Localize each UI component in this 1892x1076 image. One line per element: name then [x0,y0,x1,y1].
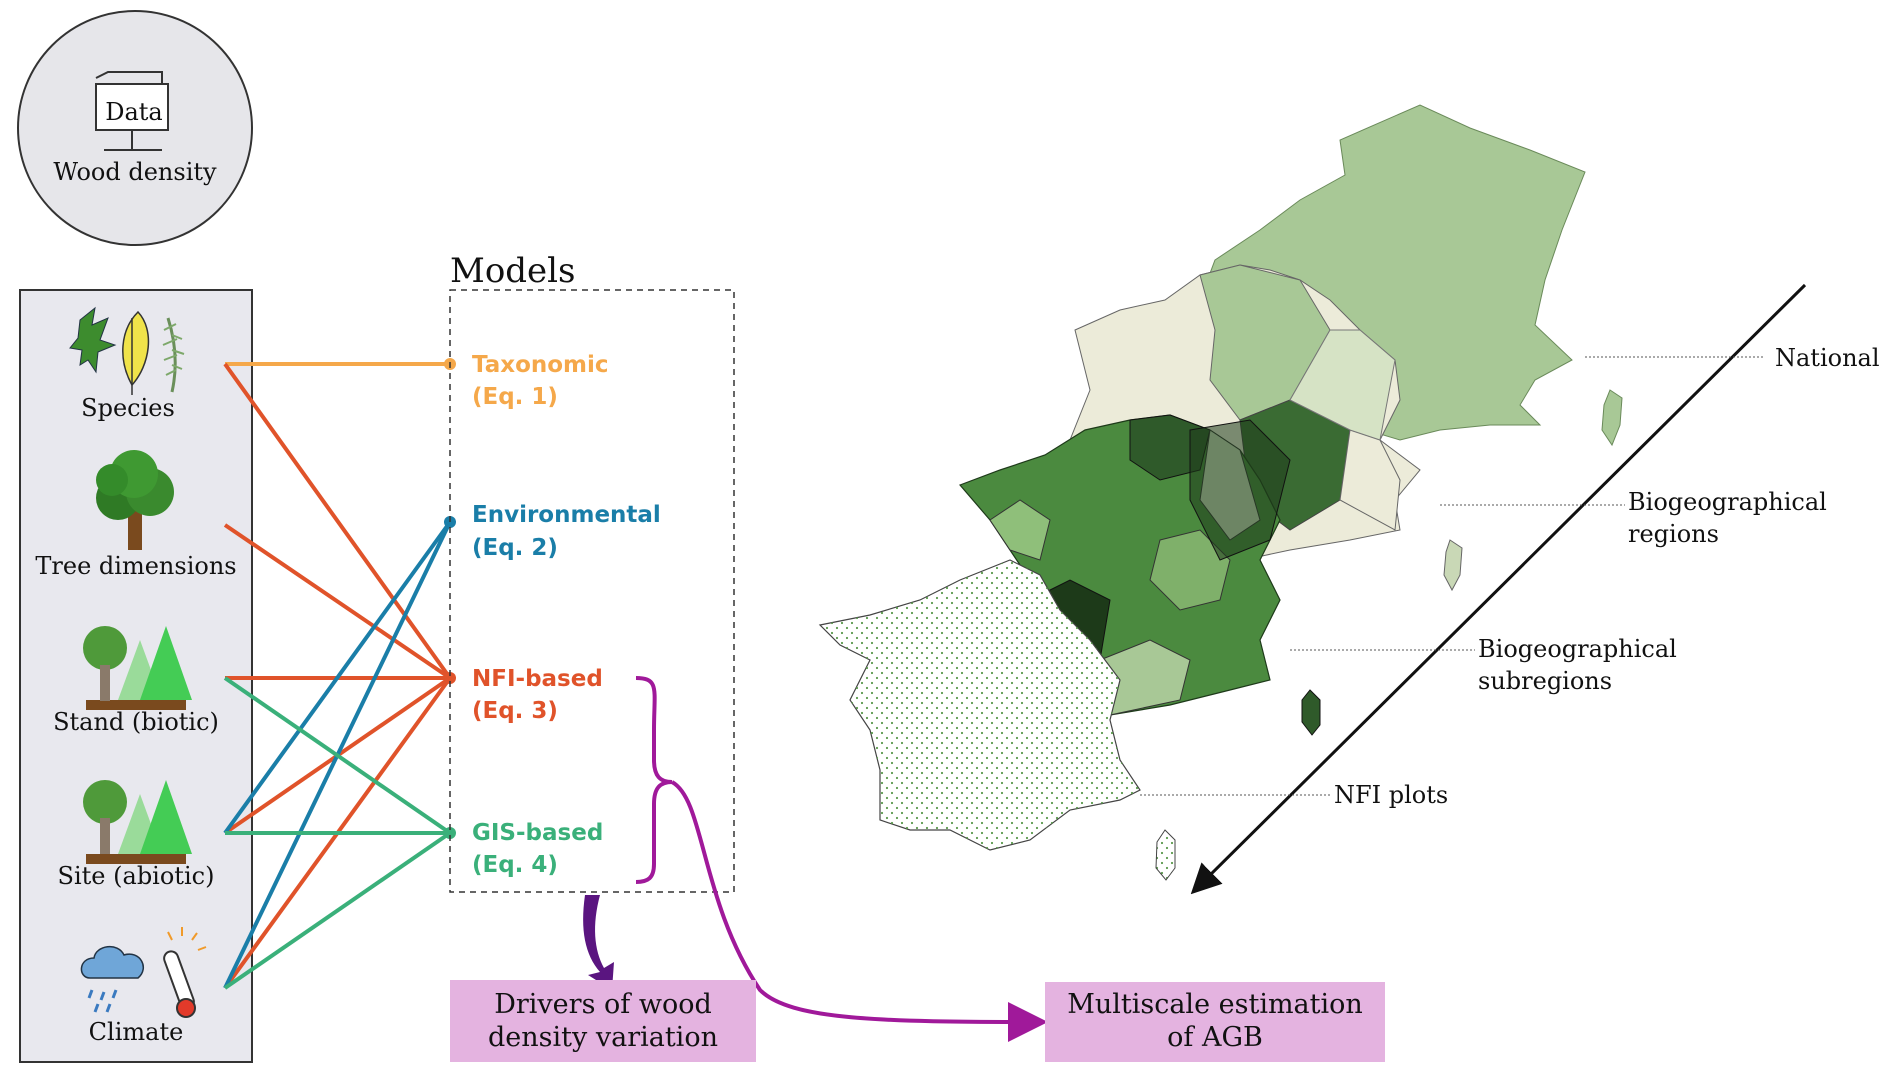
model-nfi-name: NFI-based [472,666,603,692]
model-gis-name: GIS-based [472,820,603,846]
level-regions-line1: Biogeographical [1628,488,1827,516]
forest-site-icon [83,780,192,864]
forest-stand-icon [83,626,192,710]
level-nfi-plots: NFI plots [1334,781,1448,809]
model-gis-eq: (Eq. 4) [472,852,558,878]
model-nfi-eq: (Eq. 3) [472,698,558,724]
tree-icon [96,450,174,550]
level-regions-line2: regions [1628,520,1719,548]
map-nfi-plots [818,559,1176,881]
level-subregions-line2: subregions [1478,667,1612,695]
wood-density-label: Wood density [53,158,217,186]
scale-arrow [1190,283,1807,895]
drivers-arrow [583,895,614,990]
connection-lines [223,362,452,990]
multiscale-line2: of AGB [1167,1022,1263,1053]
multiscale-line1: Multiscale estimation [1067,989,1363,1020]
rain-thermometer-icon [80,927,207,1018]
gis-node [444,827,456,839]
map-stack [818,104,1623,881]
database-icon [95,71,169,151]
data-circle: Data Wood density [17,10,253,246]
input-label-site: Site (abiotic) [58,862,215,890]
model-environmental-name: Environmental [472,502,661,528]
leader-lines [1140,356,1765,796]
model-environmental-eq: (Eq. 2) [472,535,558,561]
input-label-species: Species [81,394,175,422]
models-box [449,289,735,893]
model-taxonomic-eq: (Eq. 1) [472,384,558,410]
data-label: Data [105,98,163,126]
input-label-climate: Climate [89,1018,184,1046]
models-title: Models [450,251,576,291]
multiscale-arrow [670,780,1048,1042]
nfi-node [444,672,456,684]
leaves-icon [69,306,185,395]
model-taxonomic-name: Taxonomic [472,352,609,378]
level-subregions-line1: Biogeographical [1478,635,1677,663]
drivers-line2: density variation [488,1022,718,1053]
drivers-line1: Drivers of wood [494,989,712,1020]
input-label-stand: Stand (biotic) [53,708,219,736]
drivers-box: Drivers of wood density variation [450,980,756,1062]
input-label-tree-dimensions: Tree dimensions [35,552,236,580]
model-bracket [635,676,673,884]
level-national: National [1775,344,1880,372]
multiscale-box: Multiscale estimation of AGB [1045,982,1385,1062]
